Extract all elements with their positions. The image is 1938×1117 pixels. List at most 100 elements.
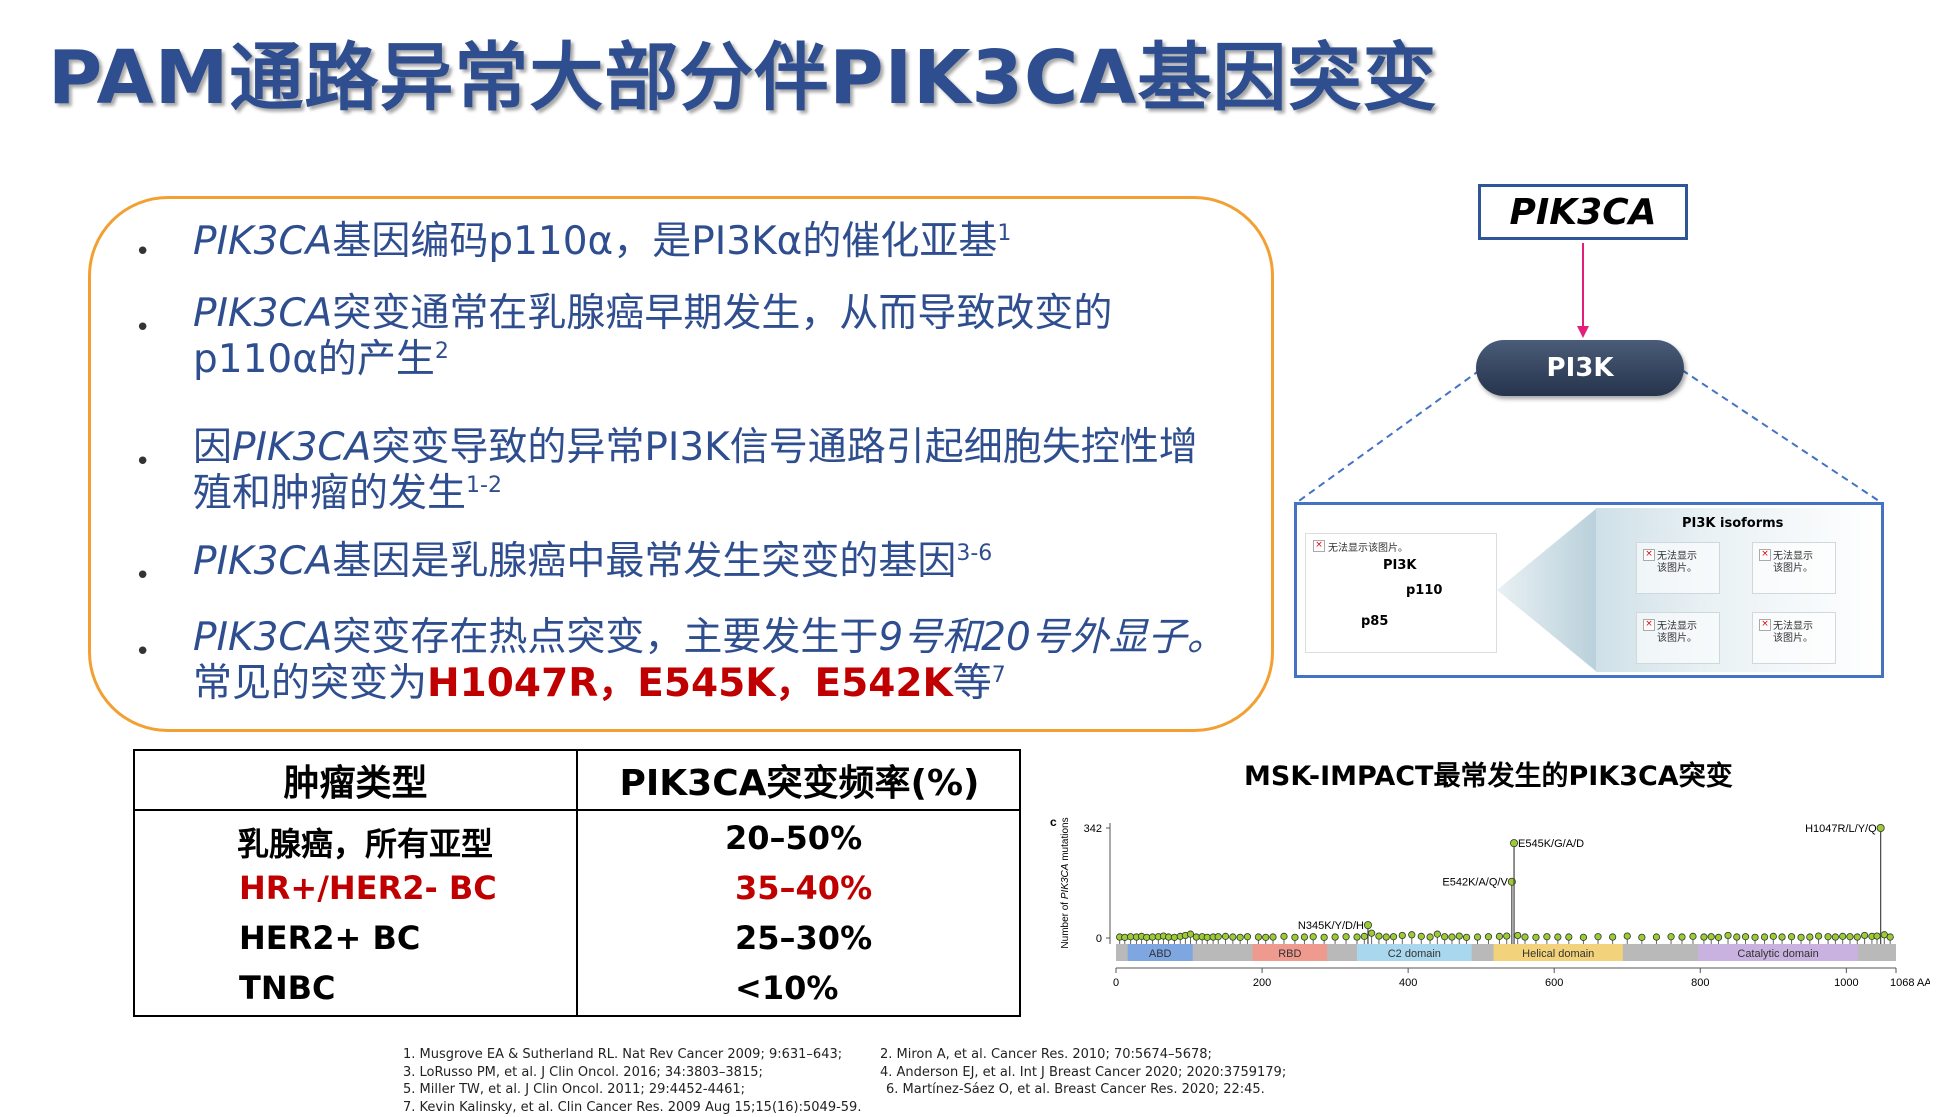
bullet-marker: • [135, 237, 151, 267]
mutation-point [1229, 933, 1237, 941]
mutation-point [1769, 932, 1777, 940]
reference-item: 2. Miron A, et al. Cancer Res. 2010; 70:… [880, 1047, 1212, 1062]
mutation-point [1814, 932, 1823, 940]
arrow-head [1577, 326, 1589, 338]
mutation-point [1689, 932, 1697, 940]
mutation-point [1724, 931, 1732, 940]
mutation-point [1554, 933, 1562, 941]
mutation-point [1291, 933, 1299, 941]
chart-title: MSK-IMPACT最常发生的PIK3CA突变 [1244, 761, 1733, 792]
bullet-text-line2: 殖和肿瘤的发生 [193, 471, 467, 516]
mutation-point [1609, 933, 1617, 941]
key-points-box: • PIK3CA基因编码p110α，是PI3Kα的催化亚基1 • PIK3CA突… [88, 196, 1274, 732]
table-cell-frequency: 20–50% [725, 819, 863, 857]
mutation-point [1342, 933, 1350, 941]
y-tick-label: 0 [1096, 933, 1102, 945]
slide-title: PAM通路异常大部分伴PIK3CA基因突变 [48, 35, 1438, 121]
mutation-point [1594, 933, 1602, 941]
domain-label: Helical domain [1522, 948, 1594, 960]
y-axis-label: Number of PIK3CA mutations [1060, 817, 1071, 948]
mutation-point [1360, 932, 1368, 940]
mutation-point [1873, 932, 1881, 940]
citation: 2 [434, 339, 449, 364]
table-cell-tumor-type: HR+/HER2- BC [239, 869, 497, 907]
image-placeholder-text: 无法显示 [1657, 621, 1697, 632]
mutation-point [1417, 932, 1425, 940]
image-placeholder-text: 无法显示 [1657, 551, 1697, 562]
isoform-image: × 无法显示 该图片。 [1636, 542, 1720, 594]
mutation-point [1254, 933, 1263, 941]
mutation-point [1514, 931, 1522, 940]
y-tick-label: 342 [1084, 823, 1102, 835]
p85-label: p85 [1361, 614, 1389, 629]
mutation-point [1714, 933, 1723, 941]
isoforms-panel: PI3K isoforms × 无法显示 该图片。 × 无法显示 该图片。 × … [1596, 508, 1878, 672]
citation: 1 [997, 221, 1012, 246]
image-placeholder-text: 该图片。 [1773, 563, 1813, 574]
bullet-text-line2: 常见的突变为 [193, 661, 428, 706]
x-tick-label: 400 [1399, 977, 1417, 989]
pik3ca-gene-box: PIK3CA [1478, 184, 1688, 240]
mutation-point [1846, 933, 1854, 941]
pi3k-label: PI3K [1383, 558, 1417, 573]
isoforms-title: PI3K isoforms [1682, 516, 1784, 531]
mutation-point [1733, 933, 1741, 941]
mutation-point [1787, 933, 1796, 941]
mutation-point [1192, 933, 1200, 941]
mutation-point [1127, 933, 1135, 941]
bullet-marker: • [135, 637, 151, 667]
zoom-wedge [1497, 508, 1597, 672]
broken-image-icon: × [1643, 619, 1655, 631]
bullet-text-line2: p110α的产生 [193, 337, 435, 382]
hotspot-point [1876, 823, 1885, 832]
mutation-frequency-table: 肿瘤类型 PIK3CA突变频率(%) 乳腺癌，所有亚型 20–50% HR+/H… [133, 749, 1021, 1017]
bullet-text: 突变通常在乳腺癌早期发生，从而导致改变的 [332, 291, 1113, 336]
pi3k-structure-image: × 无法显示该图片。 PI3K p110 p85 [1305, 533, 1497, 653]
mutation-point [1236, 933, 1244, 941]
gene-name: PIK3CA [232, 425, 372, 470]
image-placeholder-text: 该图片。 [1657, 563, 1697, 574]
hotspot-mutations: H1047R，E545K，E542K [427, 661, 953, 706]
mutation-point [1170, 933, 1179, 941]
domain-label: RBD [1278, 948, 1301, 960]
mutation-point [1667, 933, 1675, 941]
bullet-text: 突变存在热点突变，主要发生于 [332, 615, 879, 660]
dashed-line-right [1681, 369, 1883, 504]
mutation-point [1473, 933, 1482, 941]
x-tick-label: 800 [1691, 977, 1709, 989]
protein-domain [1698, 944, 1859, 961]
mutation-point [1408, 931, 1416, 939]
image-placeholder-text: 该图片。 [1657, 633, 1697, 644]
mutation-point [1462, 933, 1471, 941]
mutation-point [1455, 932, 1463, 940]
hotspot-label: E545K/G/A/D [1518, 838, 1584, 850]
mutation-point [1880, 931, 1888, 939]
gene-name: PIK3CA [193, 219, 333, 264]
domain-label: Catalytic domain [1737, 948, 1818, 960]
citation: 3-6 [956, 541, 993, 566]
mutation-point [1186, 930, 1195, 938]
mutation-point [1375, 932, 1383, 940]
mutation-point [1751, 933, 1759, 941]
table-cell-tumor-type: HER2+ BC [239, 919, 421, 957]
mutation-point [1382, 933, 1390, 941]
hotspot-point [1363, 921, 1372, 930]
table-cell-frequency: <10% [735, 969, 839, 1007]
mutation-point [1831, 933, 1839, 941]
mutation-point [1148, 933, 1157, 941]
x-tick-label: 1000 [1834, 977, 1858, 989]
reference-item: 7. Kevin Kalinsky, et al. Clin Cancer Re… [403, 1099, 862, 1115]
mutation-point [1331, 933, 1339, 941]
broken-image-icon: × [1759, 549, 1771, 561]
mutation-point [1700, 933, 1708, 941]
isoform-image: × 无法显示 该图片。 [1752, 612, 1836, 664]
x-tick-label: 1068 AA [1890, 977, 1930, 989]
mutation-point [1806, 933, 1814, 941]
bullet-prefix: 因 [193, 425, 233, 470]
broken-image-icon: × [1643, 549, 1655, 561]
pi3k-pill: PI3K [1476, 340, 1684, 396]
citation: 7 [991, 663, 1006, 688]
mutation-point [1280, 932, 1288, 940]
broken-image-icon: × [1759, 619, 1771, 631]
